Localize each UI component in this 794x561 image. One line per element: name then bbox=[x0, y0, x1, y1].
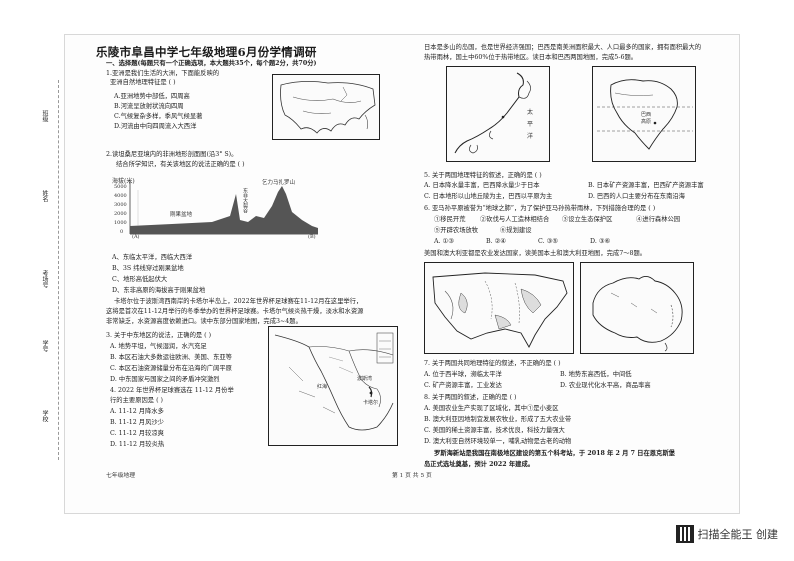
q7-option-c[interactable]: C. 矿产资源丰富，工业发达 bbox=[424, 382, 502, 389]
profile-left-mark: (A) bbox=[132, 234, 140, 240]
q6-option-b[interactable]: B. ②④ bbox=[486, 238, 506, 245]
profile-basin-label: 刚果盆地 bbox=[170, 212, 193, 218]
q3-stem: 3. 关于中东地区的说法，正确的是 ( ) bbox=[106, 332, 212, 339]
q2-option-b[interactable]: B、3S 纬线穿过刚果盆地 bbox=[112, 265, 184, 272]
mideast-label-red-sea: 红海 bbox=[317, 384, 328, 390]
map-australia bbox=[580, 262, 694, 354]
map-usa bbox=[424, 262, 574, 354]
q34-intro-line-3: 非常缺乏，水资源高度依赖进口。读中东部分国家地图，完成3~4题。 bbox=[106, 318, 302, 325]
scanner-watermark: 扫描全能王 创建 bbox=[675, 525, 779, 543]
binding-label-name: 姓名 bbox=[41, 190, 48, 202]
page-title: 乐陵市阜昌中学七年级地理6月份学情调研 bbox=[96, 45, 317, 59]
q2-option-d[interactable]: D、东非高原的海拔高于刚果盆地 bbox=[112, 287, 206, 294]
q5-option-d[interactable]: D. 巴西的人口主要分布在东南沿海 bbox=[588, 193, 685, 200]
q4-stem-1: 4. 2022 年世界杯足球赛选在 11-12 月份举 bbox=[110, 387, 234, 394]
q5-option-b[interactable]: B. 日本矿产资源丰富，巴西矿产资源丰富 bbox=[588, 182, 704, 189]
profile-peak-label: 乞力马扎罗山 bbox=[262, 180, 296, 186]
q34-intro-line-2: 这将是首次在11-12月举行的冬季举办的世界杯足球赛。卡塔尔气候炎热干燥，淡水和… bbox=[106, 308, 364, 315]
q6-option-d[interactable]: D. ③⑥ bbox=[590, 238, 611, 245]
q7-option-a[interactable]: A. 位于西半球，濒临太平洋 bbox=[424, 371, 502, 378]
binding-dashed-line bbox=[58, 80, 59, 460]
binding-label-school: 学校 bbox=[41, 410, 48, 422]
qr-logo-icon bbox=[675, 525, 694, 543]
binding-label-number: 学号 bbox=[41, 340, 48, 352]
q78-intro: 美国和澳大利亚都是农业发达国家，读美国本土和澳大利亚地图，完成7～8题。 bbox=[424, 250, 647, 257]
q5-option-c[interactable]: C. 日本地形以山地丘陵为主，巴西以平原为主 bbox=[424, 193, 553, 200]
profile-tick-1000: 1000 bbox=[114, 220, 127, 226]
mideast-label-gulf: 波斯湾 bbox=[357, 376, 373, 382]
q34-intro-line-1: 卡塔尔位于波斯湾西南岸的卡塔尔半岛上，2022年世界杯足球赛在11-12月在这里… bbox=[114, 298, 363, 305]
q3-option-a[interactable]: A. 地势平坦，气候湿润，水汽充足 bbox=[110, 343, 207, 350]
q1-option-d[interactable]: D.河流由中向四周流入大西洋 bbox=[114, 123, 197, 130]
q4-stem-2: 行的主要原因是 ( ) bbox=[110, 397, 163, 404]
profile-tick-5000: 5000 bbox=[114, 184, 127, 190]
brazil-label-2: 高原 bbox=[641, 119, 652, 125]
q7-option-b[interactable]: B. 地势东高西低，中间低 bbox=[560, 371, 632, 378]
profile-tick-0: 0 bbox=[120, 229, 124, 235]
q8-option-b[interactable]: B. 澳大利亚因地制宜发展农牧业，形成了五大农业带 bbox=[424, 416, 572, 423]
q1-option-b[interactable]: B.河流呈放射状流向四周 bbox=[114, 103, 184, 110]
mideast-label-qatar: 卡塔尔 bbox=[363, 400, 379, 406]
q56-intro-line-1: 日本是多山的岛国，也是世界经济强国；巴西是南美洲面积最大、人口最多的国家，拥有面… bbox=[424, 44, 702, 51]
q4-option-c[interactable]: C. 11-12 月较凉爽 bbox=[110, 430, 164, 437]
q2-option-a[interactable]: A、东临太平洋，西临大西洋 bbox=[112, 254, 193, 261]
binding-label-room: 考场号 bbox=[41, 270, 48, 288]
q6-item-3: ③设立生态保护区 bbox=[562, 216, 613, 223]
map-brazil: 巴西 高原 bbox=[592, 66, 696, 162]
q6-item-2: ②砍伐与人工造林相结合 bbox=[480, 216, 550, 223]
profile-tick-3000: 3000 bbox=[114, 202, 127, 208]
q5-stem: 5. 关于两国地理特征的叙述，正确的是 ( ) bbox=[424, 172, 542, 179]
q6-stem: 6. 亚马孙平原被誉为“地球之肺”，为了保护亚马孙热带雨林，下列措施合理的是 (… bbox=[424, 205, 656, 212]
q1-option-a[interactable]: A.亚洲地势中部低，四周高 bbox=[114, 93, 190, 100]
q8-stem: 8. 关于两国的叙述，正确的是 ( ) bbox=[424, 394, 517, 401]
q8-option-d[interactable]: D. 澳大利亚自然环境较单一，哺乳动物是古老的动物 bbox=[424, 438, 572, 445]
q4-option-d[interactable]: D. 11-12 月较炎热 bbox=[110, 441, 165, 448]
profile-tick-2000: 2000 bbox=[114, 211, 127, 217]
map-asia bbox=[272, 74, 380, 140]
q7-stem: 7. 关于两国共同地理特征的叙述，不正确的是 ( ) bbox=[424, 360, 561, 367]
q7-option-d[interactable]: D. 农业现代化水平高，商品率高 bbox=[560, 382, 651, 389]
profile-tick-4000: 4000 bbox=[114, 193, 127, 199]
q5-option-a[interactable]: A. 日本降水量丰富，巴西降水量少于日本 bbox=[424, 182, 540, 189]
profile-ylabel: 海拔(米) bbox=[112, 178, 135, 185]
japan-label-pacific-2: 平 bbox=[527, 121, 534, 128]
q1-stem-2: 亚洲自然地理特征是 ( ) bbox=[110, 79, 176, 86]
japan-label-pacific-3: 洋 bbox=[527, 133, 534, 140]
map-middle-east: 红海 波斯湾 卡塔尔 bbox=[268, 326, 398, 446]
q3-option-d[interactable]: D. 中东国家与国家之间的矛盾冲突激烈 bbox=[110, 376, 220, 383]
q6-option-a[interactable]: A. ①③ bbox=[434, 238, 454, 245]
q4-option-a[interactable]: A. 11-12 月降水多 bbox=[110, 408, 164, 415]
japan-label-pacific-1: 太 bbox=[527, 109, 534, 116]
q2-stem-2: 结合所学知识，有关该地区的说法正确的是 ( ) bbox=[116, 161, 245, 168]
binding-strip: 班级 姓名 考场号 学号 学校 bbox=[0, 80, 64, 460]
footer-left: 七年级地理 bbox=[106, 473, 135, 479]
map-japan: 太 平 洋 bbox=[446, 66, 550, 162]
q6-item-1: ①移民开荒 bbox=[434, 216, 466, 223]
q3-option-b[interactable]: B. 本区石油大多数运往欧洲、美国、东亚等 bbox=[110, 354, 232, 361]
q9-intro-line-1: 罗斯海新站是我国在南极地区建设的第五个科考站，于 2018 年 2 月 7 日在… bbox=[434, 450, 675, 457]
q6-item-6: ⑥规划建设 bbox=[500, 227, 532, 234]
watermark-text: 扫描全能王 创建 bbox=[697, 528, 779, 541]
q6-item-5: ⑤开辟农场放牧 bbox=[434, 227, 479, 234]
q1-option-c[interactable]: C.气候复杂多样，季风气候显著 bbox=[114, 113, 203, 120]
section-heading: 一、选择题(每题只有一个正确选项，本大题共35个，每个题2分，共70分) bbox=[106, 60, 317, 67]
terrain-profile-diagram: 海拔(米) 5000 4000 3000 2000 1000 0 乞力马扎罗山 … bbox=[112, 176, 328, 242]
q2-option-c[interactable]: C、地形高低起伏大 bbox=[112, 276, 168, 283]
binding-label-class: 班级 bbox=[41, 110, 48, 122]
profile-right-mark: (B) bbox=[308, 234, 316, 240]
q1-stem-1: 1.亚洲是我们生活的大洲，下面能反映的 bbox=[106, 70, 220, 77]
q8-option-c[interactable]: C. 美国的稀土资源丰富，技术优良，科技力量强大 bbox=[424, 427, 565, 434]
footer-page-number: 第 1 页 共 5 页 bbox=[392, 473, 432, 479]
profile-rift-label: 东非大裂谷 bbox=[242, 188, 248, 213]
q9-intro-line-2: 岛正式选址奠基，预计 2022 年建成。 bbox=[424, 461, 535, 468]
q56-intro-line-2: 热带雨林，国土中60%位于热带地区。读日本和巴西两国地图，完成5-6题。 bbox=[424, 54, 638, 61]
q6-option-c[interactable]: C. ③⑤ bbox=[538, 238, 558, 245]
q6-item-4: ④进行森林公园 bbox=[636, 216, 681, 223]
q4-option-b[interactable]: B. 11-12 月风沙少 bbox=[110, 419, 164, 426]
q2-stem-1: 2.读坦桑尼亚境内的非洲地形剖面图(沿3° S)。 bbox=[106, 151, 238, 158]
q8-option-a[interactable]: A. 美国农业生产实现了区域化，其中①是小麦区 bbox=[424, 405, 559, 412]
q3-option-c[interactable]: C. 本区石油资源储量分布在沿海的广阔平原 bbox=[110, 365, 232, 372]
brazil-label-1: 巴西 bbox=[641, 112, 652, 118]
